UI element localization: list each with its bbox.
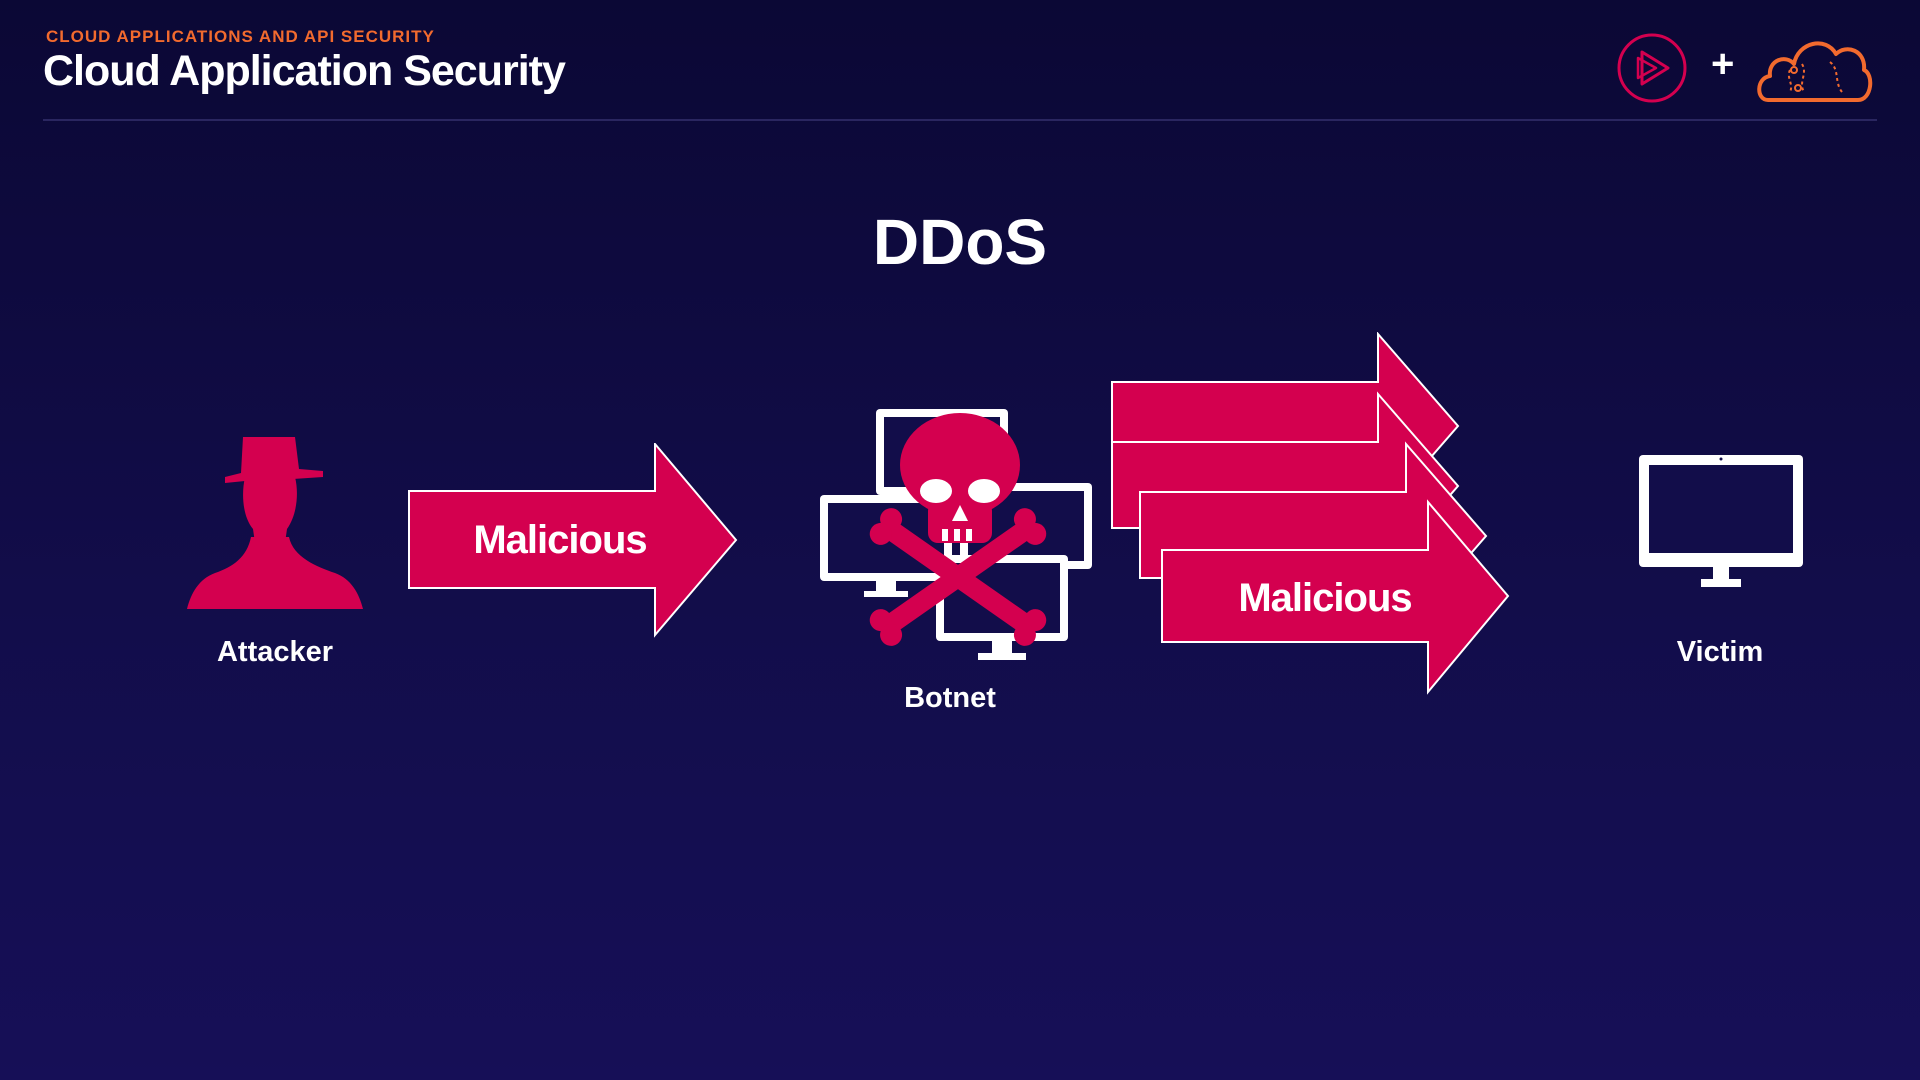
person-with-hat-icon <box>187 437 363 609</box>
botnet-label: Botnet <box>904 682 996 714</box>
attacker-label: Attacker <box>216 636 334 668</box>
logo-plus: + <box>1711 42 1735 86</box>
arrow-label-botnet-victim: Malicious <box>1238 576 1412 620</box>
cloud-brain-logo-icon <box>1757 41 1873 102</box>
pluralsight-logo-icon <box>1617 33 1687 103</box>
slide-header: CLOUD APPLICATIONS AND API SECURITY Clou… <box>43 25 1877 121</box>
header-divider <box>43 119 1877 121</box>
victim-label: Victim <box>1676 636 1764 668</box>
logo-group: + <box>1616 30 1876 106</box>
course-eyebrow: CLOUD APPLICATIONS AND API SECURITY <box>46 27 435 46</box>
malicious-arrow-to-botnet <box>408 443 738 638</box>
skull-crossbones-computers-icon <box>820 409 1092 660</box>
arrow-label-attacker-botnet: Malicious <box>473 518 647 562</box>
malicious-arrows-to-victim <box>1111 332 1510 695</box>
diagram-title: DDoS <box>872 206 1048 278</box>
monitor-icon <box>1639 455 1803 587</box>
course-title: Cloud Application Security <box>43 47 566 95</box>
